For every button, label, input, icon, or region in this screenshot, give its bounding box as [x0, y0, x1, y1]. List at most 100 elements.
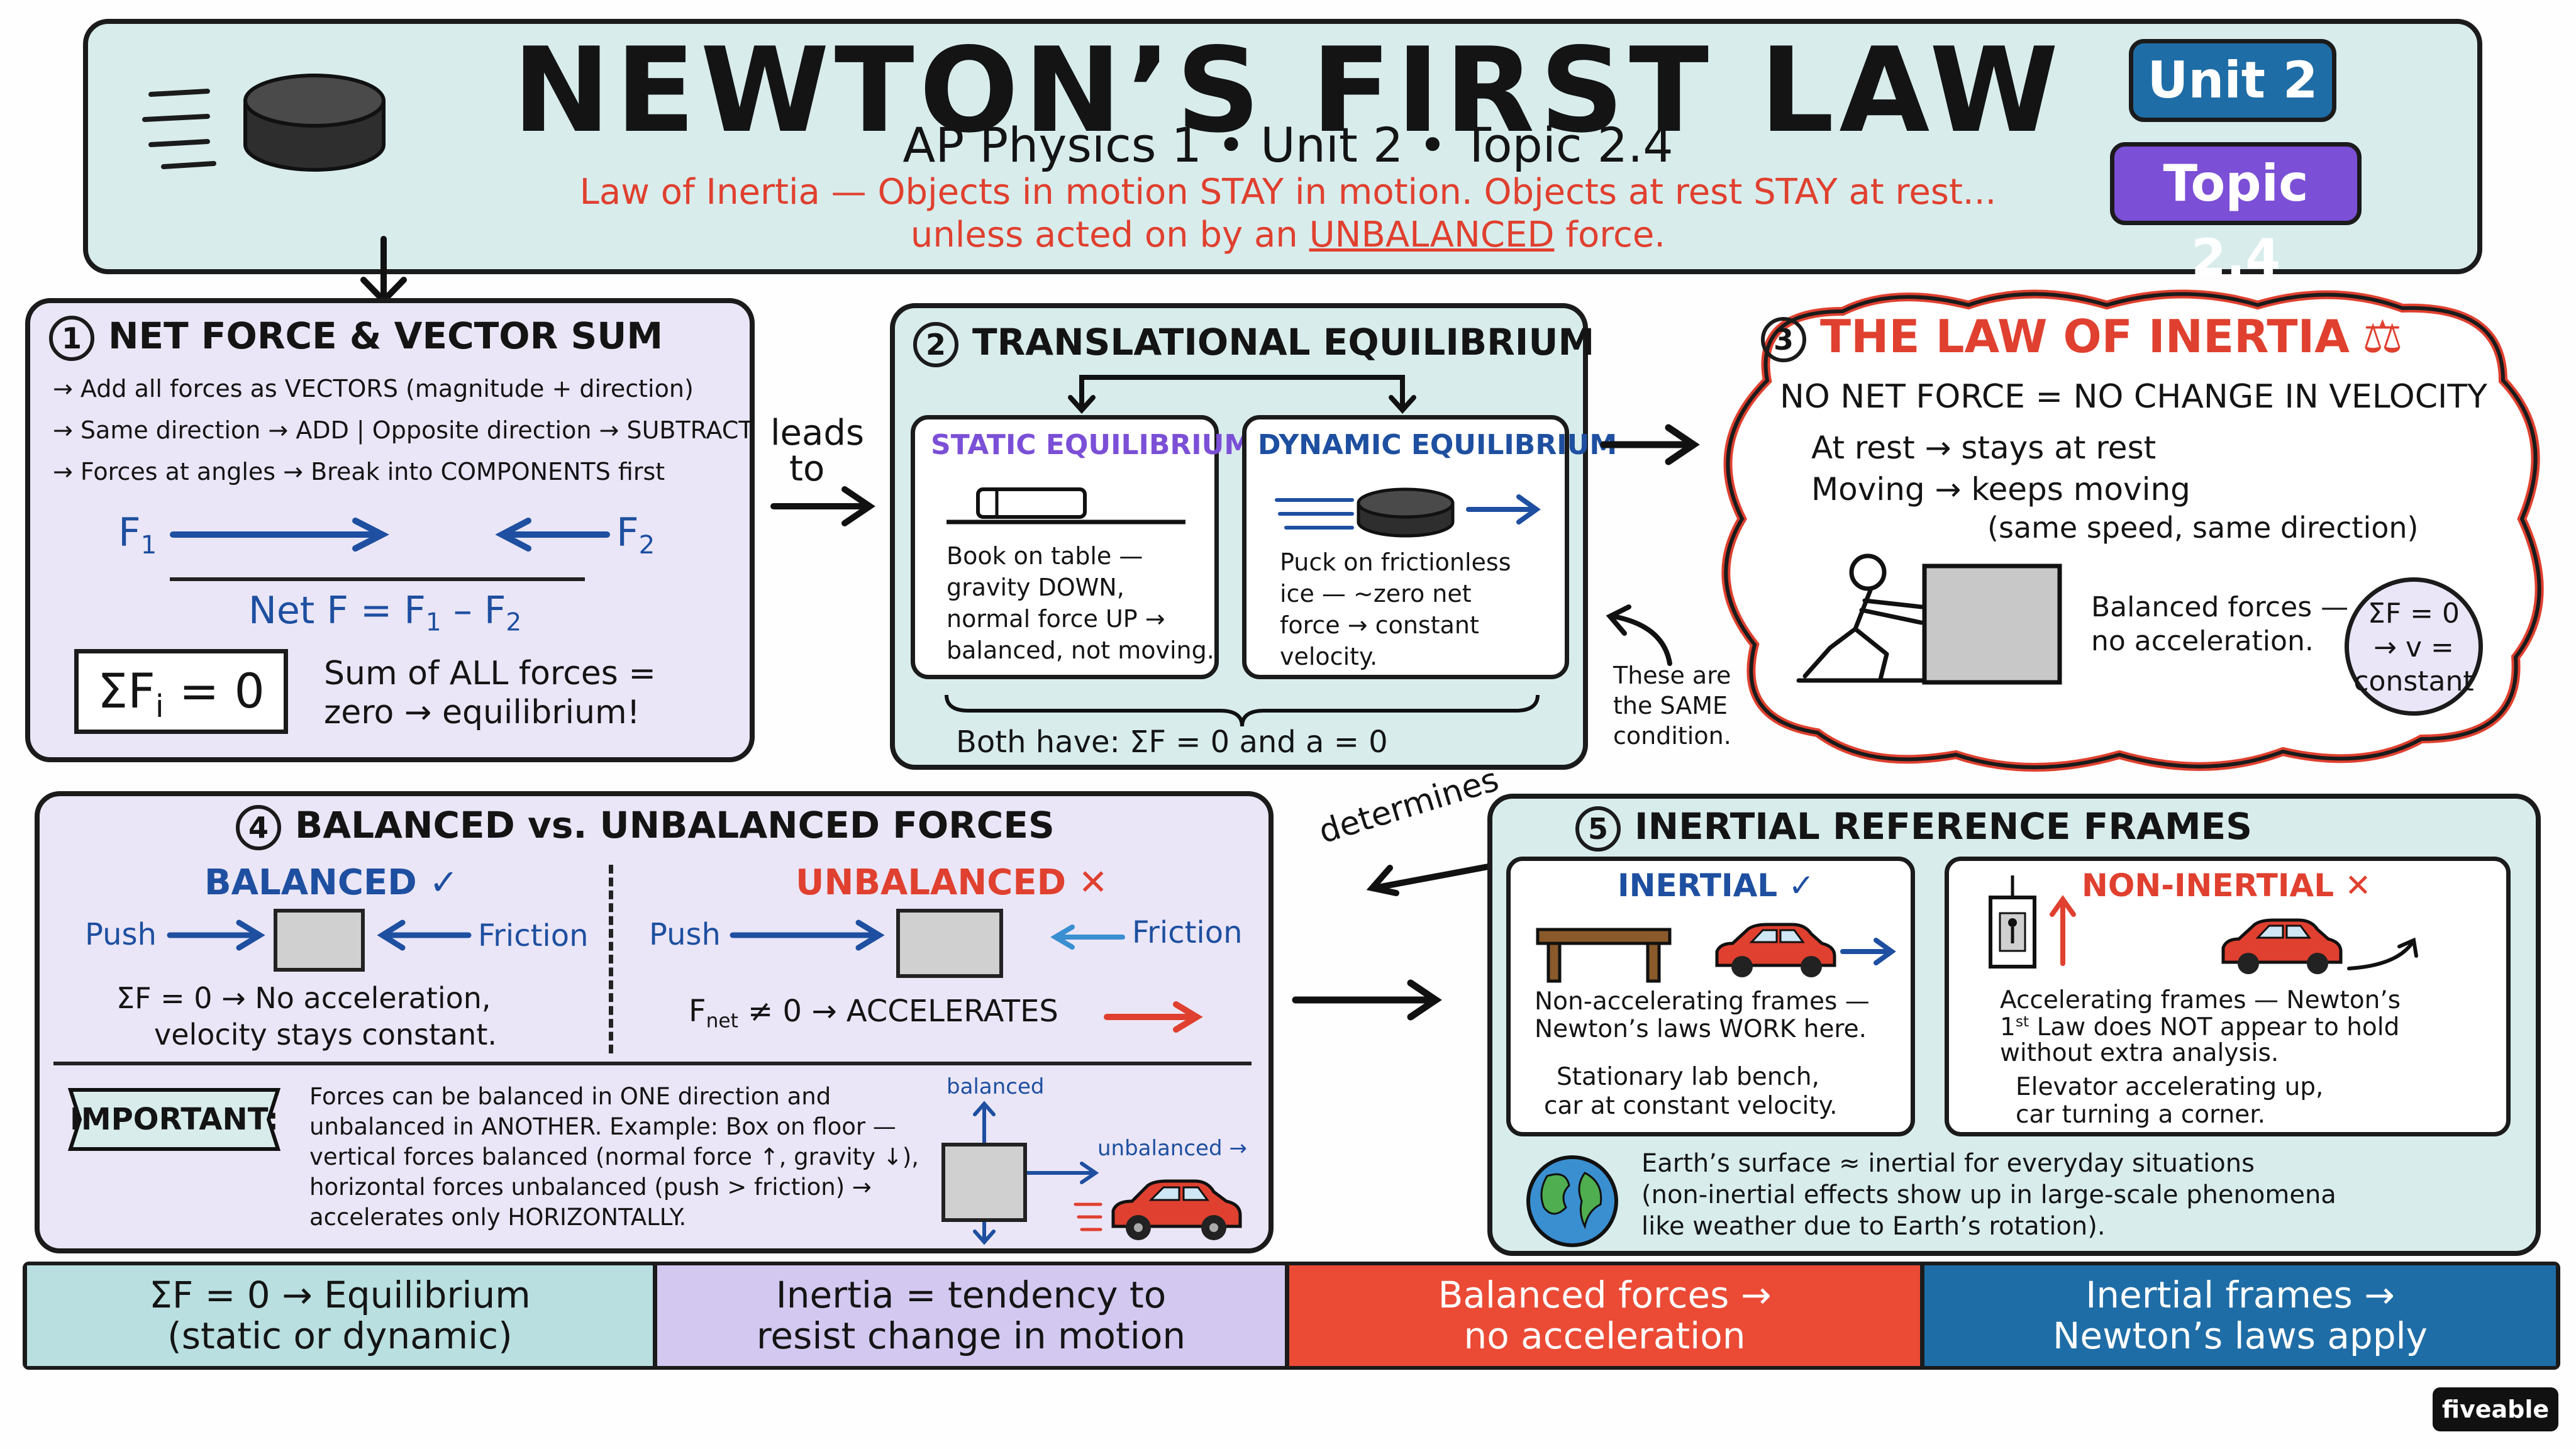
static-equilibrium-card: [911, 415, 1219, 679]
static-text: normal force UP →: [947, 605, 1165, 633]
scale-icon: ⚖: [2362, 310, 2403, 363]
non-inertial-example: car turning a corner.: [2016, 1101, 2266, 1129]
friction-label: Friction: [478, 918, 589, 953]
tagline-part: force.: [1554, 214, 1666, 255]
footer-line: Newton’s laws apply: [2053, 1314, 2428, 1357]
nl2a: 1: [2000, 1013, 2016, 1042]
section5-title-text: INERTIAL REFERENCE FRAMES: [1635, 805, 2252, 848]
person-pushing-icon: [1796, 553, 2062, 685]
brand-label: fiveable: [2441, 1396, 2550, 1423]
section2-number: 2: [913, 321, 958, 367]
header-panel: [83, 19, 2482, 274]
footer-line: Inertia = tendency to: [775, 1274, 1167, 1317]
earth-text: (non-inertial effects show up in large-s…: [1641, 1180, 2336, 1209]
leads-to-label: to: [789, 448, 825, 489]
footer-line: Inertial frames →: [2085, 1274, 2395, 1317]
tagline-part: unless acted on by an: [910, 214, 1309, 255]
non-inertial-text: Accelerating frames — Newton’s: [2000, 986, 2401, 1014]
push-arrow: [730, 919, 885, 951]
section1-title: 1 NET FORCE & VECTOR SUM: [49, 314, 663, 361]
book-icon: [947, 487, 1185, 525]
static-text: Book on table —: [947, 542, 1143, 570]
dynamic-title: DYNAMIC EQUILIBRIUM: [1258, 429, 1618, 461]
sum-a: ΣF: [97, 663, 155, 719]
diagram-unbalanced-label: unbalanced →: [1097, 1136, 1247, 1161]
important-text: horizontal forces unbalanced (push > fri…: [309, 1174, 872, 1201]
dynamic-equilibrium-card: [1242, 415, 1569, 679]
curved-arrow-icon: [1606, 604, 1672, 666]
balanced-note: no acceleration.: [2091, 625, 2314, 657]
car-icon: [1715, 923, 1896, 977]
section1-number: 1: [49, 315, 94, 361]
circle-text: ΣF = 0: [2368, 597, 2460, 630]
static-title: STATIC EQUILIBRIUM: [931, 429, 1252, 461]
inertial-text: Newton’s laws WORK here.: [1535, 1015, 1867, 1043]
tagline-line1: Law of Inertia — Objects in motion STAY …: [579, 172, 1997, 213]
dynamic-text: velocity.: [1280, 643, 1378, 670]
force-f1-label: F1: [118, 509, 157, 560]
bracket-arrows: [1068, 375, 1416, 414]
sum-b: = 0: [164, 663, 265, 719]
fnet-a: F: [689, 994, 706, 1029]
footer-cell-frames: Inertial frames →Newton’s laws apply: [1920, 1265, 2556, 1366]
leads-to-label: leads: [770, 413, 865, 453]
f2-sub: 2: [638, 530, 655, 560]
same-condition-note: These are: [1613, 662, 1731, 689]
static-text: gravity DOWN,: [947, 574, 1124, 601]
inertial-title: INERTIAL ✓: [1618, 867, 1815, 904]
force-arrow-right: [170, 518, 389, 552]
important-text: Forces can be balanced in ONE direction …: [309, 1083, 831, 1110]
box: [896, 909, 1003, 978]
net-s1: 1: [425, 608, 441, 637]
same-condition-note: condition.: [1613, 722, 1731, 750]
brace-icon: [945, 694, 1540, 727]
topic-badge: Topic 2.4: [2110, 142, 2362, 287]
dashed-divider: [609, 865, 613, 1053]
earth-text: Earth’s surface ≈ inertial for everyday …: [1641, 1149, 2255, 1178]
push-label: Push: [649, 917, 721, 952]
balanced-eq: velocity stays constant.: [154, 1018, 497, 1052]
footer-line: (static or dynamic): [167, 1314, 513, 1357]
fnet-b: ≠ 0 → ACCELERATES: [738, 994, 1058, 1029]
section-balanced-forces: [35, 791, 1274, 1253]
non-inertial-text: without extra analysis.: [2000, 1039, 2279, 1067]
fnet-equation: Fnet ≠ 0 → ACCELERATES: [689, 994, 1058, 1033]
force-arrow-left: [495, 518, 610, 552]
balanced-note: Balanced forces —: [2091, 591, 2349, 623]
inertial-text: Non-accelerating frames —: [1535, 987, 1870, 1016]
important-label: IMPORTANT:: [69, 1102, 279, 1137]
sum-sub: i: [155, 687, 164, 724]
tagline-line2: unless acted on by an UNBALANCED force.: [0, 214, 2576, 256]
circle-text: constant: [2353, 665, 2474, 697]
section1-title-text: NET FORCE & VECTOR SUM: [108, 314, 663, 357]
net-s2: 2: [506, 608, 522, 637]
footer-line: Balanced forces →: [1438, 1274, 1772, 1317]
footer-cell-equilibrium: ΣF = 0 → Equilibrium(static or dynamic): [27, 1265, 653, 1366]
section3-number: 3: [1761, 317, 1806, 363]
footer-cell-balanced: Balanced forces →no acceleration: [1285, 1265, 1920, 1366]
both-have: Both have: ΣF = 0 and a = 0: [956, 724, 1388, 760]
section4-title-text: BALANCED vs. UNBALANCED FORCES: [295, 804, 1055, 847]
earth-text: like weather due to Earth’s rotation).: [1641, 1212, 2106, 1241]
important-text: accelerates only HORIZONTALLY.: [309, 1204, 687, 1231]
right-arrow-icon: [1600, 424, 1700, 465]
globe-icon: [1526, 1155, 1618, 1247]
footer-line: ΣF = 0 → Equilibrium: [149, 1274, 531, 1317]
nl2sup: st: [2015, 1013, 2029, 1030]
friction-arrow-small: [1050, 924, 1125, 950]
inertia-headline: NO NET FORCE = NO CHANGE IN VELOCITY: [1780, 378, 2487, 416]
tagline-unbalanced: UNBALANCED: [1309, 214, 1555, 255]
footer-line: no acceleration: [1463, 1314, 1746, 1357]
diagram-balanced-label: balanced: [947, 1074, 1045, 1099]
table-icon: [1536, 928, 1672, 983]
static-text: balanced, not moving.: [947, 636, 1214, 664]
right-arrow-icon: [1292, 979, 1442, 1021]
right-arrow-icon: [770, 486, 875, 526]
balanced-eq: ΣF = 0 → No acceleration,: [116, 981, 491, 1015]
f1: F: [118, 509, 141, 555]
puck-motion-icon: [1275, 487, 1541, 538]
push-label: Push: [85, 917, 157, 952]
